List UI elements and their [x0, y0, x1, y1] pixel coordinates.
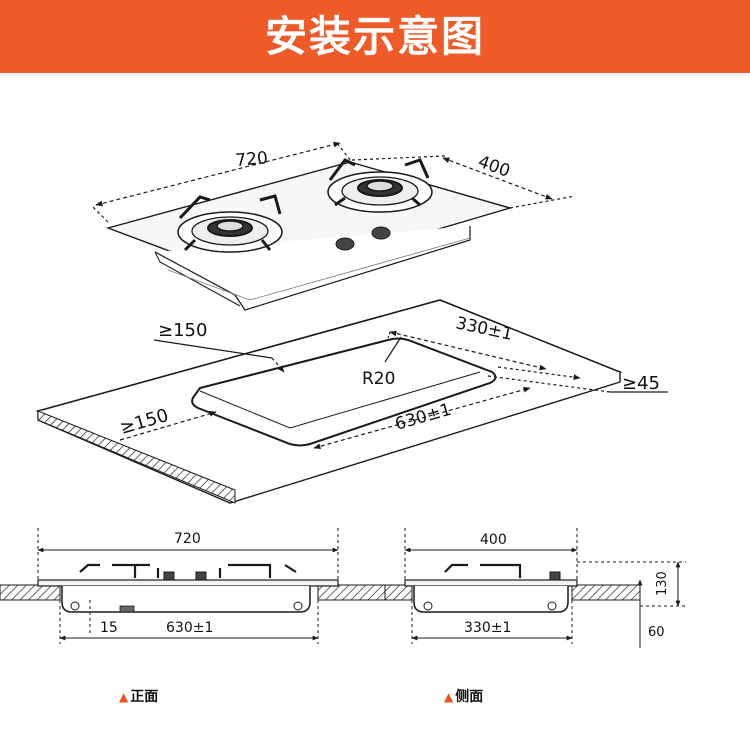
front-cutout-label: 630±1: [166, 620, 213, 636]
hob-dimension-lines: [91, 141, 576, 223]
hob-width-label: 720: [235, 148, 269, 171]
hob-isometric: [105, 158, 513, 311]
front-width-label: 720: [174, 531, 201, 547]
front-view: [0, 563, 409, 613]
side-view: [384, 563, 641, 613]
side-width-label: 400: [480, 532, 507, 548]
countertop-dimension-lines: [119, 330, 668, 450]
front-dimension-lines: [37, 528, 339, 644]
left-burner: [177, 194, 283, 253]
countertop: [35, 299, 623, 504]
side-view-caption-text: 侧面: [455, 689, 484, 705]
title-banner: 安装示意图: [0, 0, 750, 73]
front-view-caption: ▲正面: [119, 686, 158, 706]
triangle-icon: ▲: [444, 690, 454, 704]
corner-radius-label: R20: [362, 369, 395, 389]
control-knobs: [335, 226, 391, 251]
side-depth-label: 60: [648, 625, 665, 640]
right-burner: [327, 158, 433, 213]
triangle-icon: ▲: [119, 690, 129, 704]
side-clearance-label: ≥45: [622, 373, 660, 394]
hob-depth-label: 400: [475, 152, 512, 182]
back-clearance-label: ≥150: [158, 320, 207, 341]
side-cutout-label: 330±1: [464, 620, 511, 636]
side-dimension-lines: [404, 528, 686, 648]
front-view-caption-text: 正面: [130, 689, 159, 705]
front-offset-label: 15: [100, 620, 118, 636]
side-view-caption: ▲侧面: [444, 686, 483, 706]
side-height-label: 130: [655, 571, 670, 596]
page-title: 安装示意图: [264, 12, 485, 61]
